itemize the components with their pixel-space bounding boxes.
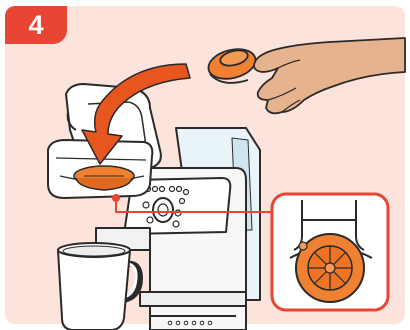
- hand-icon: [254, 38, 405, 113]
- step-number-badge: 4: [5, 6, 67, 44]
- coffee-cup-icon: [58, 243, 140, 330]
- coffee-capsule-icon: [205, 45, 258, 84]
- zoom-detail-icon: [272, 194, 388, 310]
